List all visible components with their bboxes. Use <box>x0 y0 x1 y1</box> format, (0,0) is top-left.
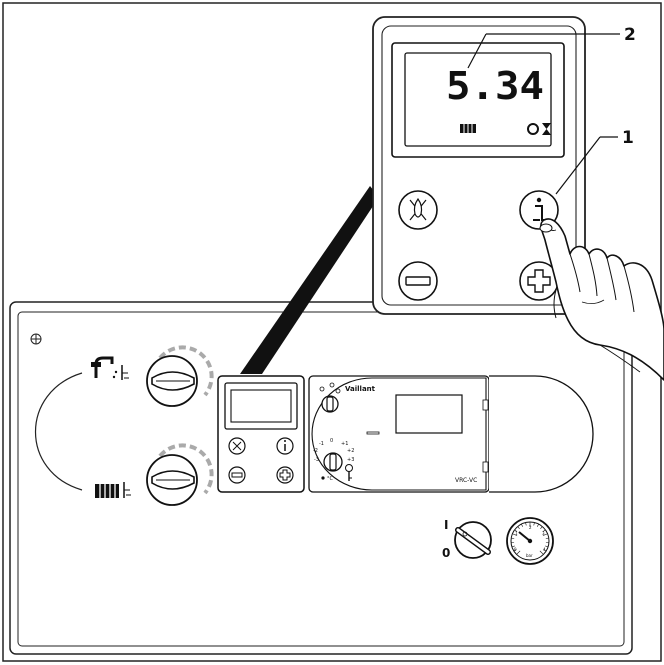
gauge-tick <box>516 550 521 555</box>
dial-scale-label: -2 <box>313 448 318 454</box>
gauge-tick <box>513 549 517 552</box>
dial-scale-label: +2 <box>347 448 354 454</box>
gauge-tick <box>539 550 544 555</box>
dial-scale-label: +1 <box>341 441 348 447</box>
temperature-dial[interactable]: -3 -2 -1 0 +1 +2 +3 °C <box>313 438 354 482</box>
boiler-control-panel: VRC-VC Vaillant -3 -2 -1 0 +1 +2 +3 <box>9 301 633 655</box>
lcd-reading: 5.34 <box>446 64 544 108</box>
gauge-scale-label: 3 <box>542 531 545 536</box>
small-plus-button[interactable] <box>276 466 294 484</box>
gauge-tick <box>521 523 524 527</box>
callout-display-leader <box>467 33 487 69</box>
callout-info-number: 1 <box>622 128 634 148</box>
gauge-tick <box>525 522 527 526</box>
radiator-icon <box>95 482 131 498</box>
gauge-tick-marks <box>511 522 549 555</box>
switch-on-label: I <box>444 518 448 532</box>
gauge-unit-label: bar <box>526 553 533 558</box>
module-model-label: VRC-VC <box>455 477 477 484</box>
gauge-tick <box>540 526 543 530</box>
knob-link-arc <box>35 372 83 491</box>
minus-button[interactable] <box>398 261 438 301</box>
plus-button[interactable] <box>519 261 559 301</box>
gauge-tick <box>542 533 548 536</box>
module-brand-label: Vaillant <box>345 385 376 393</box>
gauge-scale-label: 2 <box>529 525 532 530</box>
callout-display: 2 <box>467 25 636 69</box>
dial-scale-label: -1 <box>319 441 324 447</box>
dial-unit-label: °C <box>327 476 334 482</box>
gauge-tick <box>517 526 520 530</box>
pressing-hand <box>539 218 664 381</box>
vrc-display <box>395 394 463 434</box>
gauge-tick <box>542 529 546 532</box>
hot-water-knob[interactable] <box>146 345 214 407</box>
lcd-flame-icon <box>527 123 539 135</box>
mode-selector-knob[interactable] <box>319 382 341 413</box>
gauge-tick <box>514 529 518 532</box>
gauge-tick <box>533 522 535 526</box>
sensor-key-icon <box>345 464 353 481</box>
panel-screw-icon <box>30 333 42 345</box>
callout-info-leader <box>555 136 601 195</box>
gauge-tick <box>543 549 547 552</box>
gauge-scale-label: 4 <box>543 547 546 552</box>
main-power-switch[interactable]: I 0 <box>442 518 492 560</box>
gauge-tick <box>545 545 549 548</box>
small-minus-button[interactable] <box>228 466 246 484</box>
lcd-radiator-icon <box>460 124 476 133</box>
hot-water-tap-icon <box>91 356 129 380</box>
panel-inner <box>17 311 625 647</box>
dial-scale-label: +3 <box>347 457 354 463</box>
small-chimney-sweep-button[interactable] <box>228 437 246 455</box>
heating-knob[interactable] <box>146 443 214 506</box>
dial-scale-label: 0 <box>330 438 333 444</box>
chimney-sweep-button[interactable] <box>398 190 438 230</box>
gauge-tick <box>512 533 518 536</box>
callout-info-button: 1 <box>555 128 634 195</box>
switch-off-label: 0 <box>442 546 450 560</box>
gauge-scale-label: 1 <box>515 531 518 536</box>
small-control-unit <box>217 375 305 493</box>
lcd-display <box>404 52 552 147</box>
lcd-hourglass-icon <box>542 123 551 135</box>
gauge-tick <box>536 523 539 527</box>
small-info-button[interactable] <box>276 437 294 455</box>
gauge-tick <box>511 545 515 548</box>
vrc-vc-module: VRC-VC Vaillant -3 -2 -1 0 +1 +2 +3 <box>308 375 594 493</box>
callout-display-number: 2 <box>624 25 636 45</box>
dial-scale-label: -3 <box>314 457 319 463</box>
gauge-scale-label: 0 <box>514 547 517 552</box>
zoom-wedge <box>240 186 379 374</box>
pressure-gauge: 0 1 2 3 4 bar <box>506 517 554 565</box>
enlarged-control-panel: 5.34 <box>372 16 586 315</box>
gauge-needle <box>518 531 531 542</box>
